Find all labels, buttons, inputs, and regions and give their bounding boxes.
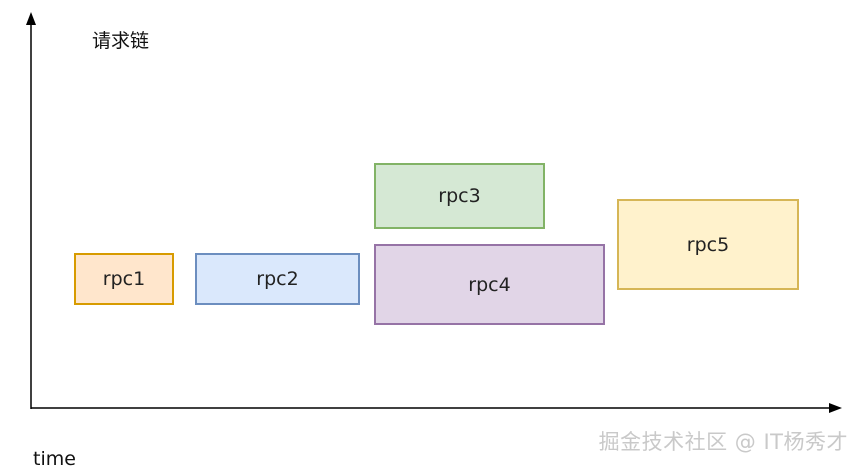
rpc4-label: rpc4 xyxy=(468,273,511,296)
watermark: 掘金技术社区 @ IT杨秀才 xyxy=(598,430,848,454)
rpc4-box: rpc4 xyxy=(374,244,605,325)
rpc5-box: rpc5 xyxy=(617,199,799,290)
y-axis-label: 请求链 xyxy=(92,30,150,52)
x-axis-arrow-icon xyxy=(829,403,842,413)
y-axis-arrow-icon xyxy=(26,12,36,25)
rpc1-label: rpc1 xyxy=(102,268,146,290)
rpc3-label: rpc3 xyxy=(438,185,481,207)
rpc1-box: rpc1 xyxy=(74,253,174,305)
rpc2-box: rpc2 xyxy=(195,253,360,305)
rpc5-label: rpc5 xyxy=(686,233,730,256)
x-axis-label: time xyxy=(33,448,76,470)
rpc3-box: rpc3 xyxy=(374,163,545,229)
rpc2-label: rpc2 xyxy=(256,268,299,290)
